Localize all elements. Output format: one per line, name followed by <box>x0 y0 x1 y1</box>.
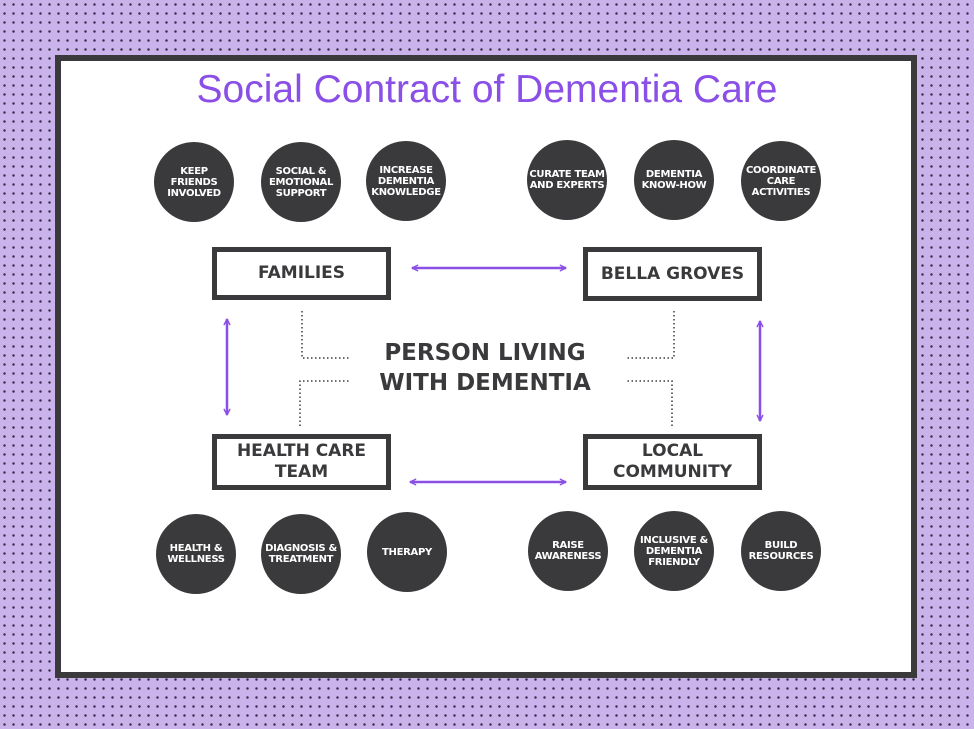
role-diagnosis-and-treatment: DIAGNOSIS & TREATMENT <box>261 514 341 594</box>
role-coordinate-care-activities: COORDINATE CARE ACTIVITIES <box>741 141 821 221</box>
node-health-care-team: HEALTH CARE TEAM <box>212 434 391 490</box>
role-curate-team-and-experts: CURATE TEAM AND EXPERTS <box>527 140 607 220</box>
dotted-connector-bella-groves <box>626 311 675 359</box>
role-keep-friends-involved: KEEP FRIENDS INVOLVED <box>154 142 234 222</box>
role-raise-awareness: RAISE AWARENESS <box>528 511 608 591</box>
role-social-emotional-support: SOCIAL & EMOTIONAL SUPPORT <box>261 142 341 222</box>
dotted-connector-health-care <box>299 380 350 426</box>
role-dementia-know-how: DEMENTIA KNOW-HOW <box>634 140 714 220</box>
role-build-resources: BUILD RESOURCES <box>741 511 821 591</box>
diagram-title: Social Contract of Dementia Care <box>196 68 778 111</box>
role-increase-dementia-knowledge: INCREASE DEMENTIA KNOWLEDGE <box>366 141 446 221</box>
dotted-connector-local-community <box>626 380 673 426</box>
node-bella-groves: BELLA GROVES <box>583 247 762 301</box>
role-health-and-wellness: HEALTH & WELLNESS <box>156 514 236 594</box>
dotted-connector-families <box>301 311 350 359</box>
role-therapy: THERAPY <box>367 512 447 592</box>
node-local-community: LOCAL COMMUNITY <box>583 434 762 490</box>
center-person-living-with-dementia: PERSON LIVING WITH DEMENTIA <box>379 340 591 396</box>
role-inclusive-and-dementia-friendly: INCLUSIVE & DEMENTIA FRIENDLY <box>634 511 714 591</box>
node-families: FAMILIES <box>212 247 391 300</box>
